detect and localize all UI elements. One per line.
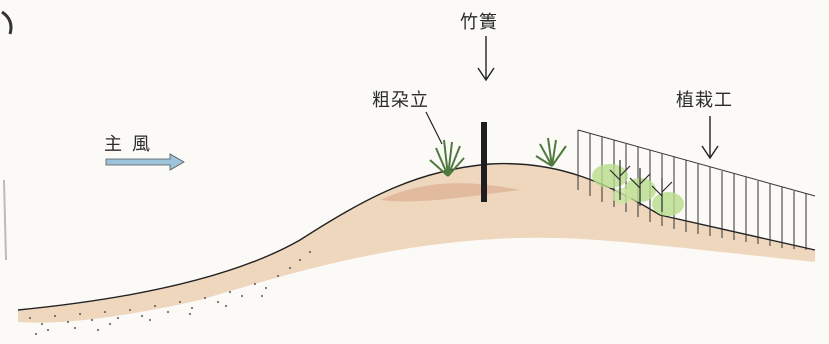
planting-work-label: 植栽工 [676, 90, 733, 111]
planted-shrubs [592, 164, 684, 216]
brush-pointer-line [425, 111, 443, 145]
edge-mark [3, 179, 7, 261]
brush-tuft-right [535, 137, 567, 167]
bamboo-fence-post [481, 122, 487, 202]
sand-stipple [29, 251, 311, 335]
brush-tuft-left [429, 139, 465, 177]
planting-arrow [701, 116, 719, 160]
edge-mark [1, 10, 13, 35]
brush-fence-label: 粗朶立 [372, 90, 429, 111]
wind-arrow [105, 153, 185, 171]
bamboo-fence-arrow [477, 36, 495, 82]
prevailing-wind-label: 主風 [104, 134, 160, 155]
shrub-stems [609, 160, 673, 212]
bamboo-fence-label: 竹簀 [460, 12, 498, 33]
dune-fill [18, 163, 815, 323]
dune-surface-line [17, 162, 816, 311]
